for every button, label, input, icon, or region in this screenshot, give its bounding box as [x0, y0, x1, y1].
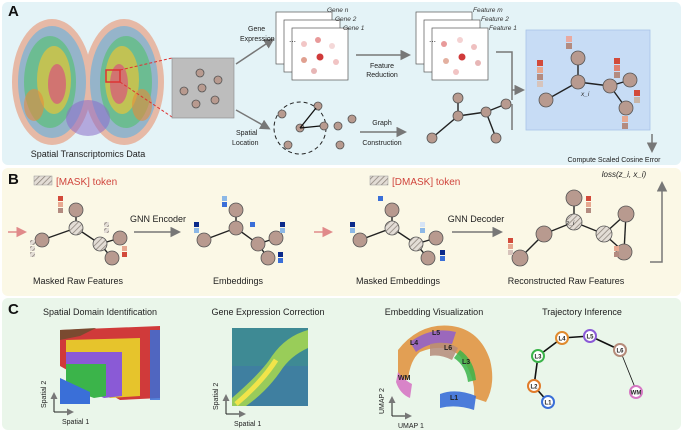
umap-axis-x: UMAP 1	[398, 423, 424, 430]
zoom-line-top	[119, 57, 173, 71]
panel-c-letter: C	[8, 301, 19, 318]
gnn-decoder-label: GNN Decoder	[448, 214, 505, 224]
spatial-domain-plot	[50, 326, 160, 416]
panel-c: C Spatial Domain Identification Gene Exp…	[2, 298, 681, 430]
trajectory-node-l4	[555, 331, 569, 345]
trajectory-node-l2	[527, 379, 541, 393]
graph-embeddings	[194, 196, 285, 266]
trajectory-node-l5	[583, 329, 597, 343]
graph-construction-line1: Graph	[372, 120, 392, 127]
trajectory-label-l2: L2	[530, 385, 538, 391]
umap-plot	[388, 325, 493, 420]
arrow-to-spatial-location	[235, 109, 271, 130]
trajectory-label-l3: L3	[534, 355, 542, 361]
feature-label-2: Feature 2	[481, 16, 509, 23]
zoomed-tissue	[171, 57, 235, 119]
title-embedding-vis: Embedding Visualization	[385, 307, 483, 317]
trajectory-node-l1	[541, 395, 555, 409]
trajectory-label-l4: L4	[558, 337, 566, 343]
panel-b: loss(z_i, x_i) B [MASK] token [DMASK] to…	[2, 168, 681, 296]
graph-construction-line2: Construction	[362, 140, 401, 147]
gene-expression-stack: ⋯	[275, 11, 349, 81]
trajectory-label-wm: WM	[631, 391, 642, 397]
graph-reconstructed	[508, 189, 635, 267]
graph-masked-raw	[30, 196, 128, 266]
dmask-token-label: [DMASK] token	[392, 177, 460, 188]
gene-axis-y: Spatial 2	[213, 383, 220, 410]
panel-a: A Spatial Transcriptomics Data	[2, 2, 681, 165]
spatial-axis-x: Spatial 1	[62, 419, 89, 426]
mask-token-swatch	[33, 175, 53, 186]
caption-embeddings: Embeddings	[213, 276, 264, 286]
umap-label-wm: WM	[398, 375, 411, 382]
gene-label-2: Gene 2	[335, 16, 357, 23]
attributed-graph	[525, 29, 651, 131]
umap-label-l6: L6	[444, 345, 452, 352]
umap-label-l1: L1	[450, 395, 458, 402]
panel-c-background	[2, 298, 681, 430]
caption-reconstructed: Reconstructed Raw Features	[508, 276, 625, 286]
gnn-encoder-label: GNN Encoder	[130, 214, 186, 224]
node-label-zi: z_i	[565, 220, 575, 227]
caption-masked-raw: Masked Raw Features	[33, 276, 124, 286]
zoom-line-bottom	[119, 81, 173, 118]
umap-label-l5: L5	[432, 330, 440, 337]
spatial-neighborhood	[273, 101, 357, 155]
feature-reduction-line1: Feature	[370, 63, 394, 70]
umap-axis-y: UMAP 2	[379, 388, 386, 414]
umap-label-l3: L3	[462, 359, 470, 366]
title-spatial-domain: Spatial Domain Identification	[43, 307, 157, 317]
title-trajectory: Trajectory Inference	[542, 307, 622, 317]
spatial-location-line2: Location	[232, 140, 259, 147]
graph-masked-embeddings	[350, 196, 445, 266]
gene-axis-x: Spatial 1	[234, 421, 261, 428]
feature-label-m: Feature m	[473, 7, 503, 14]
gene-label-n: Gene n	[327, 7, 349, 14]
trajectory-label-l5: L5	[586, 335, 594, 341]
gene-expression-label-line2: Expression	[240, 36, 275, 43]
feature-reduction-line2: Reduction	[366, 72, 398, 79]
gene-label-1: Gene 1	[343, 25, 365, 32]
tissue-image	[12, 19, 164, 145]
node-label-xi: x_i	[580, 91, 590, 98]
panel-a-letter: A	[8, 3, 19, 20]
arrow-to-gene-expression	[235, 38, 275, 65]
constructed-graph	[426, 92, 512, 144]
trajectory-node-wm	[629, 385, 643, 399]
caption-masked-embeddings: Masked Embeddings	[356, 276, 441, 286]
trajectory-label-l6: L6	[616, 349, 624, 355]
spatial-axis-y: Spatial 2	[41, 381, 48, 408]
trajectory-node-l6	[613, 343, 627, 357]
loss-formula: loss(z_i, x_i)	[602, 170, 647, 179]
trajectory-node-l3	[531, 349, 545, 363]
dmask-token-swatch	[369, 175, 389, 186]
panel-b-letter: B	[8, 171, 19, 188]
mask-token-label: [MASK] token	[56, 177, 117, 188]
gene-expression-label-line1: Gene	[248, 26, 265, 33]
svg-text:⋯: ⋯	[289, 39, 296, 46]
loss-title: Compute Scaled Cosine Error	[568, 157, 662, 164]
gene-correction-plot	[222, 328, 308, 418]
title-gene-correction: Gene Expression Correction	[211, 307, 324, 317]
umap-label-l4: L4	[410, 340, 418, 347]
merge-line-top	[496, 51, 513, 100]
feature-label-1: Feature 1	[489, 25, 517, 32]
feature-stack: ⋯	[415, 11, 489, 81]
svg-text:⋯: ⋯	[429, 39, 436, 46]
spatial-transcriptomics-title: Spatial Transcriptomics Data	[31, 149, 146, 159]
arrow-to-loss-from-b	[650, 181, 668, 263]
spatial-location-line1: Spatial	[236, 130, 258, 137]
panel-b-background	[2, 168, 681, 296]
trajectory-label-l1: L1	[544, 401, 552, 407]
